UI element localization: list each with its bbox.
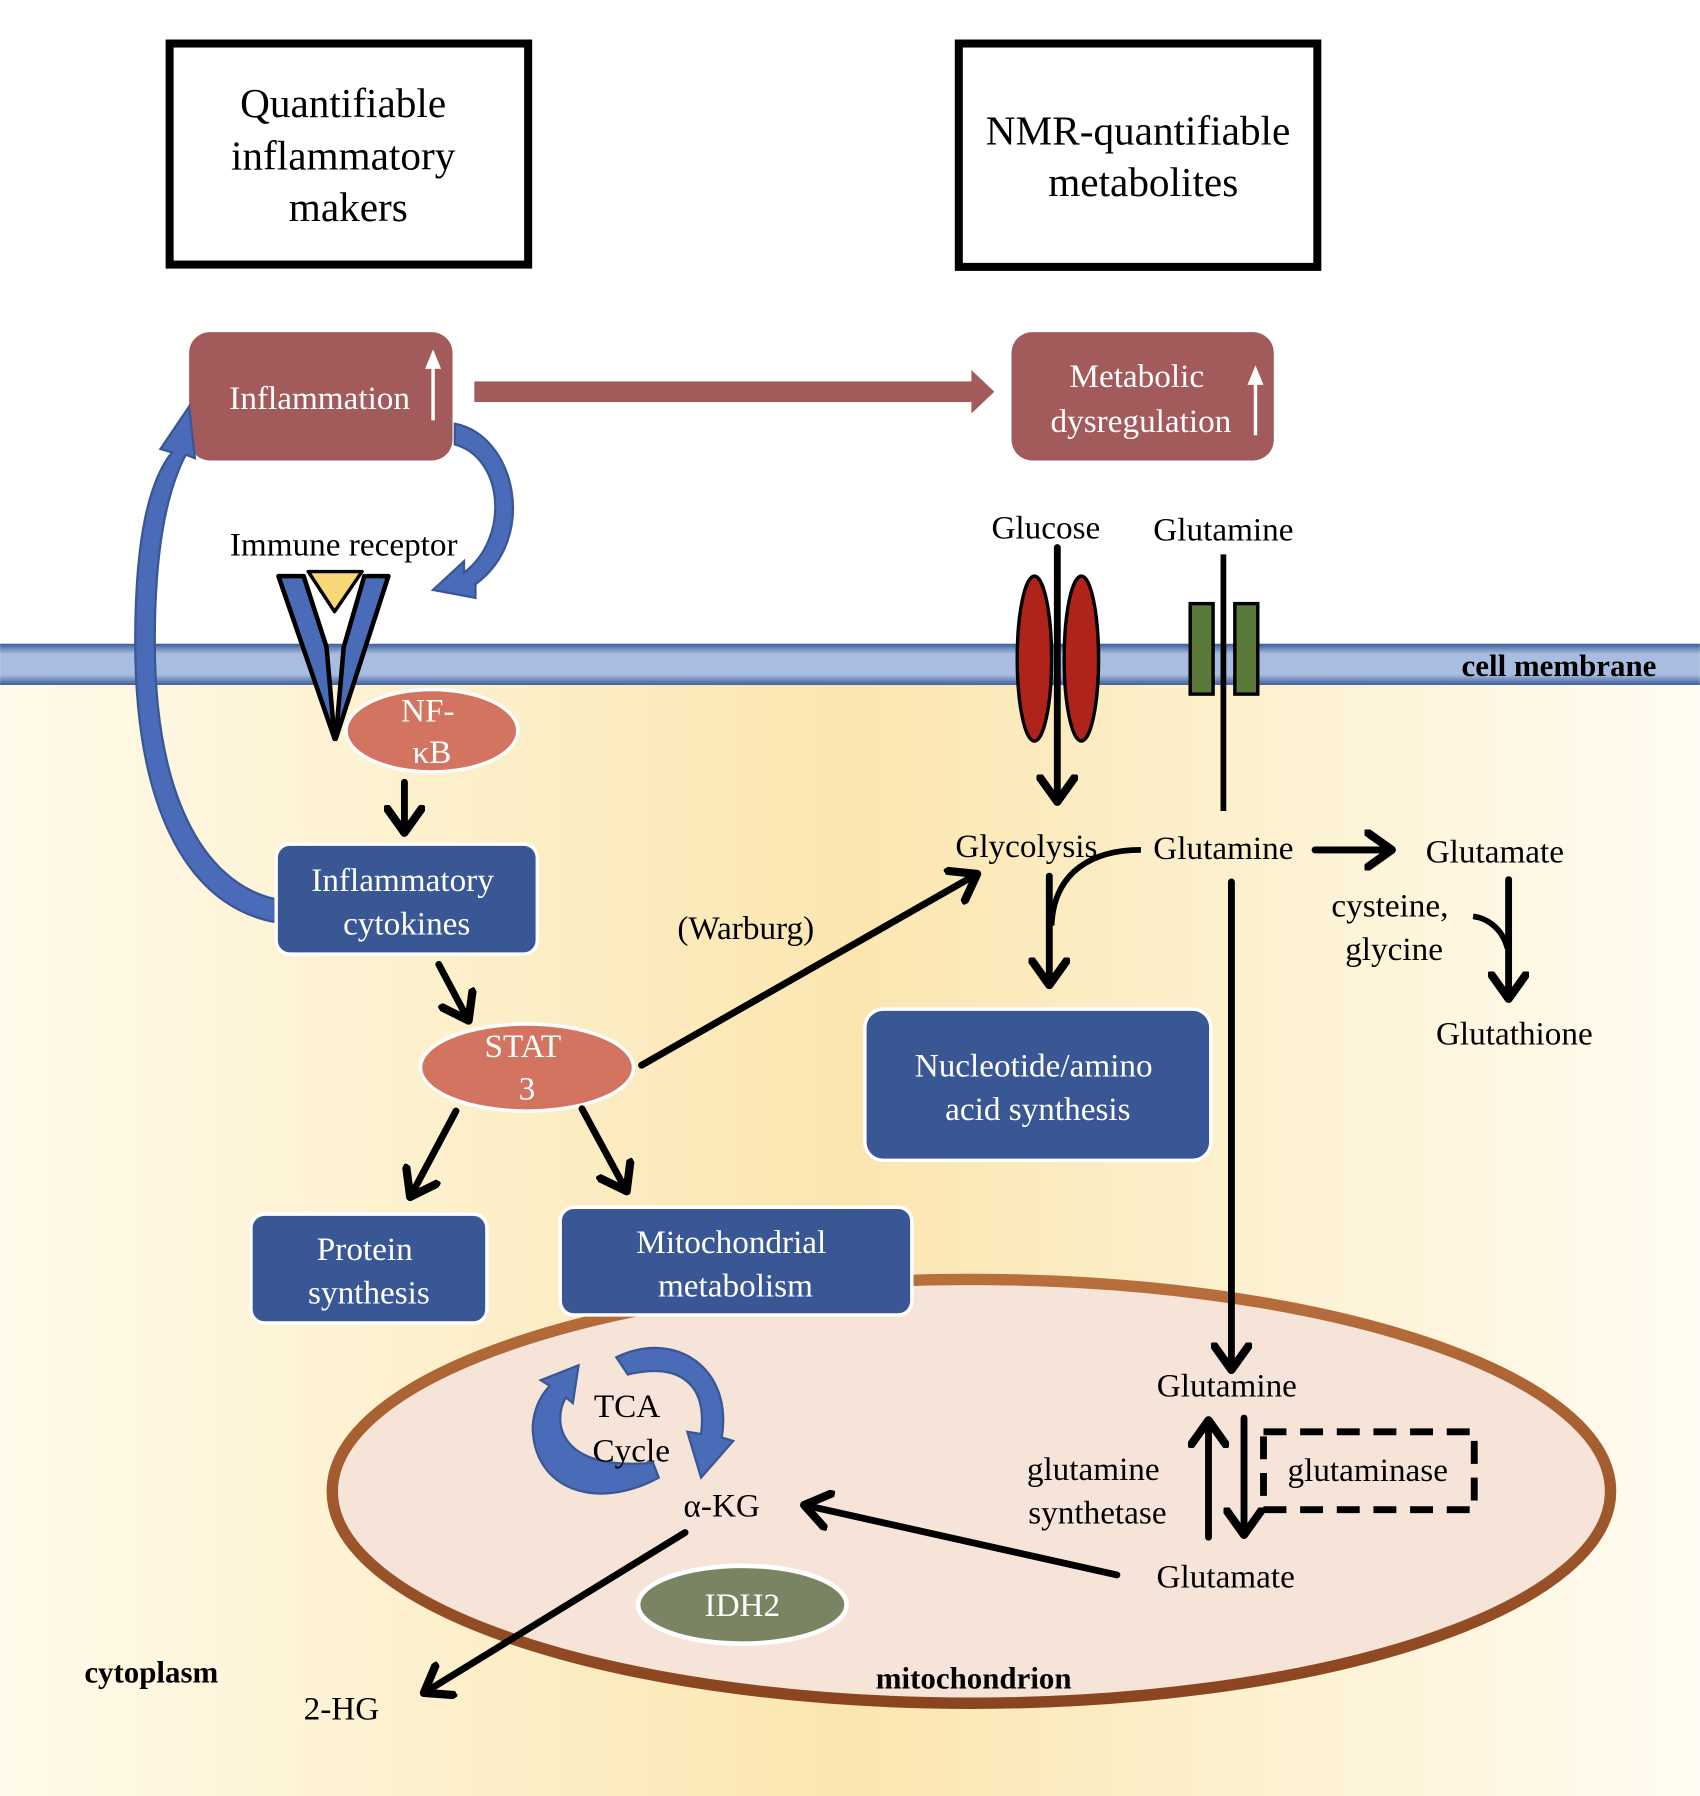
inflammatory-markers-title: Quantifiable inflammatory makers	[231, 80, 466, 230]
feedback-arrow-to-inflammation	[134, 403, 277, 924]
mitochondrial-metabolism-label: Mitochondrial metabolism	[636, 1224, 834, 1305]
inflammatory-cytokines-label: Inflammatory cytokines	[311, 862, 502, 943]
nucleotide-synthesis-label: Nucleotide/amino acid synthesis	[915, 1048, 1161, 1129]
inflammatory-markers-box	[165, 39, 533, 269]
cytoplasm-label: cytoplasm	[84, 1655, 218, 1690]
immune-receptor-icon	[276, 569, 391, 742]
glutamine-cytoplasm-label: Glutamine	[1153, 830, 1293, 867]
nmr-metabolites-title: NMR-quantifiable metabolites	[986, 107, 1301, 205]
idh2-node	[635, 1563, 849, 1646]
inflammatory-cytokines-node	[274, 842, 540, 956]
cysteine-glycine-input	[1472, 913, 1511, 950]
glycolysis-label: Glycolysis	[955, 828, 1097, 865]
glucose-label: Glucose	[991, 509, 1100, 546]
metabolic-dysregulation-node	[1011, 332, 1274, 461]
nmr-metabolites-box	[954, 39, 1322, 271]
feedback-arrow-to-receptor	[430, 422, 514, 600]
2hg-label: 2-HG	[304, 1690, 380, 1727]
tca-cycle-icon	[531, 1346, 736, 1495]
cysteine-glycine-label: cysteine, glycine	[1331, 887, 1456, 968]
arrow-stat3-to-mito-metabolism	[578, 1105, 627, 1191]
up-arrow-icon	[1247, 365, 1264, 436]
glutamine-to-nucleotide-curve	[1048, 847, 1141, 926]
glutamine-mito-label: Glutamine	[1157, 1367, 1297, 1404]
protein-synthesis-label: Protein synthesis	[308, 1231, 430, 1312]
glutathione-label: Glutathione	[1436, 1016, 1593, 1053]
tca-cycle-label: TCA Cycle	[593, 1388, 670, 1470]
arrow-glutamate-to-akg	[804, 1505, 1121, 1579]
nucleotide-synthesis-node	[863, 1007, 1213, 1163]
glutamate-cytoplasm-label: Glutamate	[1426, 833, 1564, 870]
immune-receptor-label: Immune receptor	[230, 527, 458, 564]
arrow-cytokines-to-stat3	[435, 960, 469, 1020]
inflammation-node	[189, 332, 453, 461]
cell-membrane	[0, 643, 1700, 685]
glutamate-mito-label: Glutamate	[1157, 1559, 1295, 1596]
arrow-stat3-to-protein	[410, 1107, 460, 1197]
inflammation-to-metabolic-arrow	[474, 369, 995, 414]
mitochondrion	[326, 1273, 1617, 1709]
mitochondrion-label: mitochondrion	[876, 1660, 1072, 1695]
glucose-transporter-icon	[1015, 574, 1101, 743]
glutamine-extracellular-label: Glutamine	[1153, 512, 1293, 549]
glutamine-transporter-icon	[1188, 601, 1260, 696]
nfkb-node	[344, 687, 520, 774]
idh2-label: IDH2	[705, 1587, 781, 1624]
warburg-label: (Warburg)	[677, 910, 814, 947]
arrow-stat3-to-glycolysis	[638, 874, 978, 1069]
cell-membrane-label: cell membrane	[1462, 648, 1657, 683]
nfkb-label: NF- κB	[401, 693, 463, 771]
up-arrow-icon	[425, 349, 442, 421]
mitochondrial-metabolism-node	[558, 1205, 914, 1317]
stat3-node	[418, 1022, 636, 1113]
glutaminase-label: glutaminase	[1287, 1452, 1447, 1489]
inflammation-label: Inflammation	[229, 380, 410, 417]
stat3-label: STAT 3	[485, 1028, 570, 1107]
arrow-akg-to-2hg	[424, 1529, 689, 1693]
glutamine-synthetase-label: glutamine synthetase	[1027, 1451, 1168, 1532]
protein-synthesis-node	[249, 1212, 489, 1325]
metabolic-dysregulation-label: Metabolic dysregulation	[1051, 358, 1232, 440]
akg-label: α-KG	[684, 1488, 760, 1525]
